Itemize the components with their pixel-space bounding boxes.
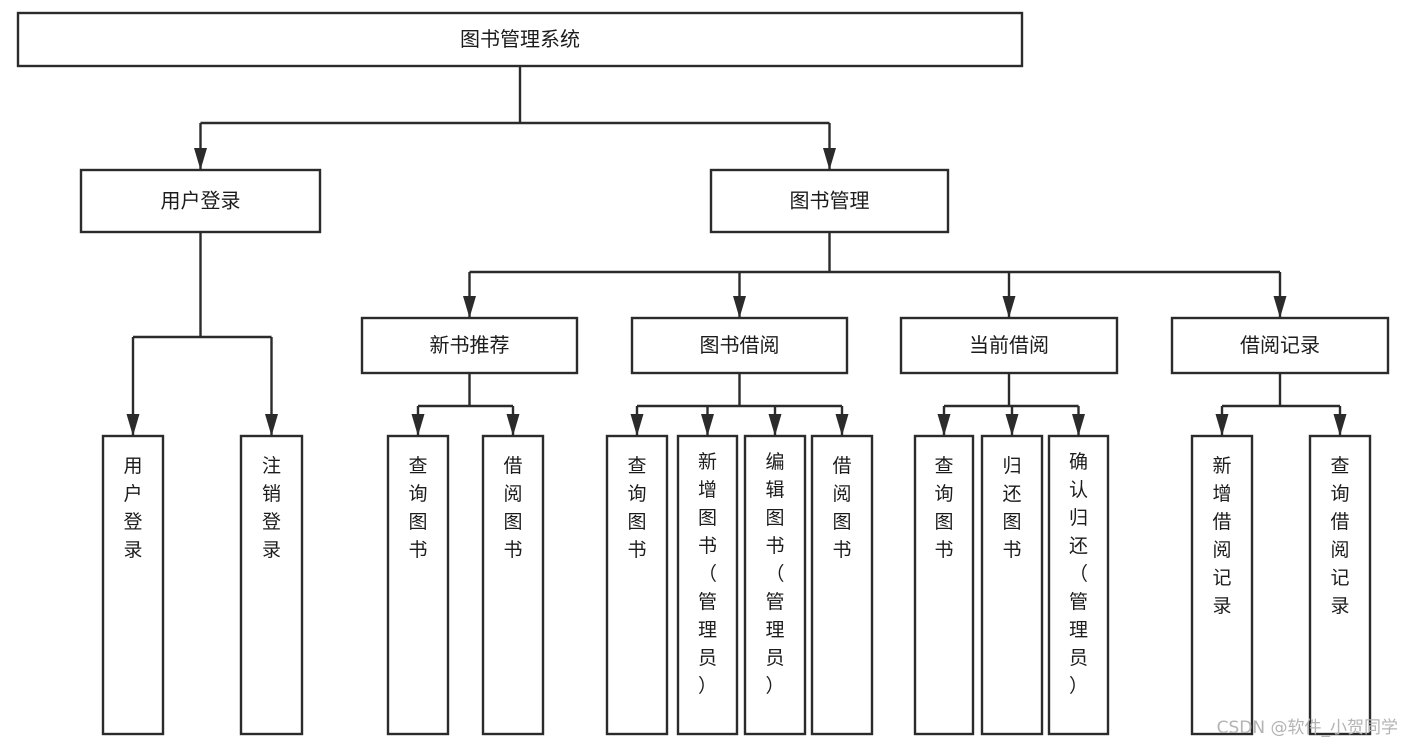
- node-box: [709, 168, 950, 234]
- node-level2-图书管理-1[interactable]: 图书管理: [709, 168, 950, 234]
- node-label: 编辑图书（管理员）: [765, 451, 784, 697]
- node-label: 图书借阅: [700, 333, 780, 357]
- connector-借阅记录-3-arrow-0: [1215, 414, 1229, 436]
- node-leaf-注销登录-1[interactable]: 注销登录: [239, 434, 304, 736]
- node-box: [913, 434, 975, 736]
- connector-新书推荐-0-arrow-1: [506, 414, 520, 436]
- node-level3-图书借阅-1[interactable]: 图书借阅: [630, 316, 849, 375]
- node-label: 查询图书: [408, 455, 427, 561]
- node-label: 新书推荐: [430, 333, 510, 357]
- node-leaf-新增借阅记录-11[interactable]: 新增借阅记录: [1190, 434, 1254, 736]
- node-level3-新书推荐-0[interactable]: 新书推荐: [360, 316, 579, 375]
- node-box: [743, 434, 807, 736]
- node-label: 用户登录: [161, 189, 241, 213]
- node-box: [386, 434, 450, 736]
- node-leaf-查询图书-2[interactable]: 查询图书: [386, 434, 450, 736]
- connector-user-login-arrow-1: [265, 414, 278, 436]
- node-box: [16, 11, 1024, 68]
- node-label: 归还图书: [1002, 455, 1021, 561]
- node-box: [239, 434, 304, 736]
- connector-root-arrow-0: [194, 148, 207, 170]
- node-box: [1047, 434, 1110, 736]
- node-box: [980, 434, 1044, 736]
- node-box: [630, 316, 849, 375]
- connector-当前借阅-2-arrow-0: [937, 414, 951, 436]
- node-leaf-查询借阅记录-12[interactable]: 查询借阅记录: [1308, 434, 1372, 736]
- node-box: [899, 316, 1119, 375]
- node-leaf-查询图书-4[interactable]: 查询图书: [605, 434, 669, 736]
- node-box: [676, 434, 739, 736]
- node-leaf-借阅图书-7[interactable]: 借阅图书: [810, 434, 874, 736]
- node-layer: 图书管理系统用户登录图书管理新书推荐图书借阅当前借阅借阅记录用户登录注销登录查询…: [16, 11, 1390, 736]
- connector-book-mgmt-arrow-0: [463, 296, 476, 318]
- node-leaf-确认归还管理员-10[interactable]: 确认归还（管理员）: [1047, 434, 1110, 736]
- node-box: [1308, 434, 1372, 736]
- connector-借阅记录-3-arrow-1: [1333, 414, 1347, 436]
- node-box: [101, 434, 165, 736]
- connector-当前借阅-2-arrow-1: [1005, 414, 1019, 436]
- node-leaf-查询图书-8[interactable]: 查询图书: [913, 434, 975, 736]
- node-leaf-用户登录-0[interactable]: 用户登录: [101, 434, 165, 736]
- node-box: [1170, 316, 1390, 375]
- connector-图书借阅-1-arrow-0: [630, 414, 644, 436]
- node-box: [1190, 434, 1254, 736]
- node-label: 确认归还（管理员）: [1069, 451, 1088, 697]
- connector-图书借阅-1-arrow-3: [835, 414, 849, 436]
- node-box: [481, 434, 545, 736]
- connector-book-mgmt-arrow-3: [1273, 296, 1287, 318]
- node-level2-用户登录-0[interactable]: 用户登录: [79, 168, 322, 234]
- node-level3-借阅记录-3[interactable]: 借阅记录: [1170, 316, 1390, 375]
- connector-book-mgmt-arrow-2: [1002, 296, 1016, 318]
- connector-book-mgmt-arrow-1: [733, 296, 746, 318]
- node-root-图书管理系统[interactable]: 图书管理系统: [16, 11, 1024, 68]
- node-box: [605, 434, 669, 736]
- connector-图书借阅-1-arrow-2: [768, 414, 782, 436]
- connector-layer: [126, 66, 1347, 436]
- node-label: 用户登录: [123, 455, 142, 561]
- node-box: [79, 168, 322, 234]
- node-box: [360, 316, 579, 375]
- connector-user-login-arrow-0: [126, 414, 140, 436]
- node-leaf-归还图书-9[interactable]: 归还图书: [980, 434, 1044, 736]
- node-label: 查询借阅记录: [1330, 455, 1349, 617]
- watermark-label: CSDN @软件_小贺同学: [1217, 718, 1398, 738]
- node-box: [810, 434, 874, 736]
- node-label: 借阅图书: [832, 455, 851, 561]
- node-leaf-新增图书管理员-5[interactable]: 新增图书（管理员）: [676, 434, 739, 736]
- node-leaf-借阅图书-3[interactable]: 借阅图书: [481, 434, 545, 736]
- node-level3-当前借阅-2[interactable]: 当前借阅: [899, 316, 1119, 375]
- node-label: 图书管理系统: [460, 27, 580, 51]
- connector-当前借阅-2-arrow-2: [1072, 414, 1085, 436]
- node-label: 图书管理: [790, 189, 870, 213]
- node-label: 新增借阅记录: [1212, 455, 1231, 617]
- node-label: 查询图书: [934, 455, 953, 561]
- node-label: 借阅记录: [1240, 333, 1320, 357]
- node-leaf-编辑图书管理员-6[interactable]: 编辑图书（管理员）: [743, 434, 807, 736]
- node-label: 查询图书: [627, 455, 646, 561]
- node-label: 当前借阅: [969, 333, 1049, 357]
- node-label: 借阅图书: [503, 455, 522, 561]
- connector-图书借阅-1-arrow-1: [701, 414, 714, 436]
- connector-新书推荐-0-arrow-0: [411, 414, 425, 436]
- connector-root-arrow-1: [823, 148, 836, 170]
- node-label: 注销登录: [262, 455, 281, 561]
- node-label: 新增图书（管理员）: [698, 451, 717, 697]
